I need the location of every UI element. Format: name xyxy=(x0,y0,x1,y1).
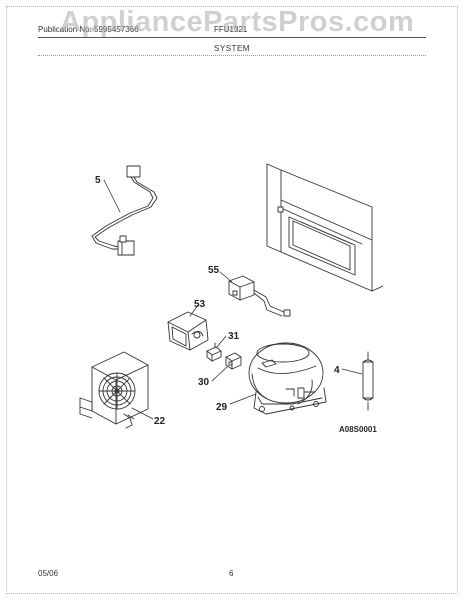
filter-drier-part[interactable] xyxy=(362,351,374,411)
model-text: FFU1321 xyxy=(214,25,248,34)
relay-clip-part[interactable] xyxy=(206,342,222,362)
page-number: 6 xyxy=(229,569,234,578)
relay-overload-part[interactable] xyxy=(228,275,291,317)
wiring-harness-part[interactable] xyxy=(91,165,158,256)
publication-label: Publication No: 5995457366 xyxy=(38,25,139,34)
footer-date: 05/06 xyxy=(38,569,59,578)
callout-55: 55 xyxy=(208,265,220,276)
terminal-grommet-part[interactable] xyxy=(225,352,242,370)
header-rule xyxy=(38,37,426,38)
callout-5: 5 xyxy=(95,175,101,186)
condenser-fan-part[interactable] xyxy=(79,351,149,429)
start-relay-cover-part[interactable] xyxy=(167,311,209,351)
section-rule xyxy=(38,55,426,56)
figure-code: A08S0001 xyxy=(339,425,377,434)
cabinet-outline xyxy=(266,163,384,292)
page-frame xyxy=(6,6,458,594)
leader-lines xyxy=(103,179,363,420)
callout-29: 29 xyxy=(216,402,228,413)
callout-22: 22 xyxy=(154,416,166,427)
callout-4: 4 xyxy=(334,365,340,376)
compressor-part[interactable] xyxy=(248,342,327,415)
callout-30: 30 xyxy=(198,377,210,388)
section-title: SYSTEM xyxy=(214,44,250,53)
watermark: AppliancePartsPros.com xyxy=(60,6,415,38)
callout-31: 31 xyxy=(228,331,240,342)
callout-53: 53 xyxy=(194,299,206,310)
